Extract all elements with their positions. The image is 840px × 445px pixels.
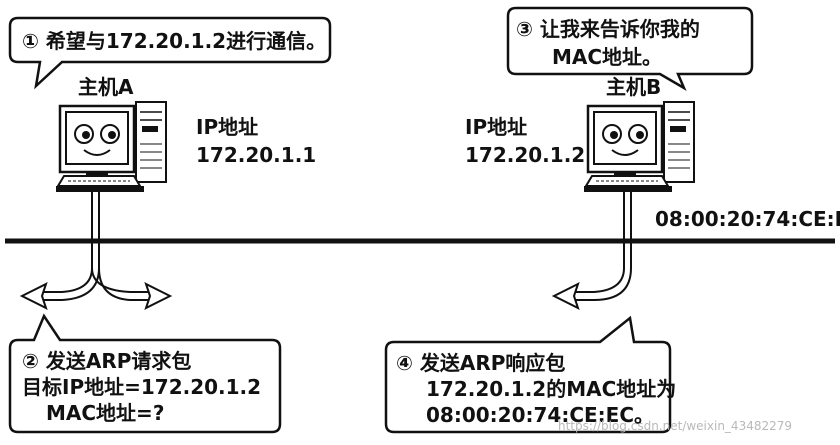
bubble-top-left-line-1: ① 希望与172.20.1.2进行通信。 — [22, 29, 326, 53]
host-a-ip-label: IP地址 — [196, 115, 258, 139]
host-b-connector — [574, 192, 632, 301]
arrow-icon — [144, 282, 173, 310]
bubble-bottom-right-line-2: 172.20.1.2的MAC地址为 — [426, 377, 676, 401]
computer-icon — [584, 101, 695, 192]
host-b-ip-label: IP地址 — [465, 115, 527, 139]
bubble-top-right-line-2: MAC地址。 — [552, 45, 662, 69]
bubble-bottom-right-line-3: 08:00:20:74:CE:EC。 — [426, 403, 654, 427]
computer-icon — [56, 101, 167, 192]
bubble-top-right: ③ 让我来告诉你我的 MAC地址。 — [506, 6, 754, 91]
bubble-top-left: ① 希望与172.20.1.2进行通信。 — [8, 16, 332, 90]
arrow-icon — [551, 282, 580, 310]
bubble-bottom-left: ② 发送ARP请求包 目标IP地址=172.20.1.2 MAC地址=? — [8, 313, 282, 434]
watermark: https://blog.csdn.net/weixin_43482279 — [558, 419, 792, 433]
host-a-connector — [42, 192, 150, 301]
bubble-bottom-right: ④ 发送ARP响应包 172.20.1.2的MAC地址为 08:00:20:74… — [384, 315, 676, 434]
host-a-name: 主机A — [78, 75, 134, 99]
host-a-ip: 172.20.1.1 — [196, 143, 316, 167]
host-b-ip: 172.20.1.2 — [465, 143, 585, 167]
bubble-bottom-left-line-2: 目标IP地址=172.20.1.2 — [22, 375, 261, 399]
host-b-name: 主机B — [606, 75, 661, 99]
bubble-top-right-line-1: ③ 让我来告诉你我的 — [516, 17, 700, 41]
host-b-mac: 08:00:20:74:CE:EC — [655, 207, 840, 231]
bubble-bottom-left-line-3: MAC地址=? — [46, 401, 164, 425]
bubble-bottom-right-line-1: ④ 发送ARP响应包 — [396, 351, 565, 375]
arrow-icon — [19, 282, 48, 310]
bubble-bottom-left-line-1: ② 发送ARP请求包 — [22, 349, 191, 373]
